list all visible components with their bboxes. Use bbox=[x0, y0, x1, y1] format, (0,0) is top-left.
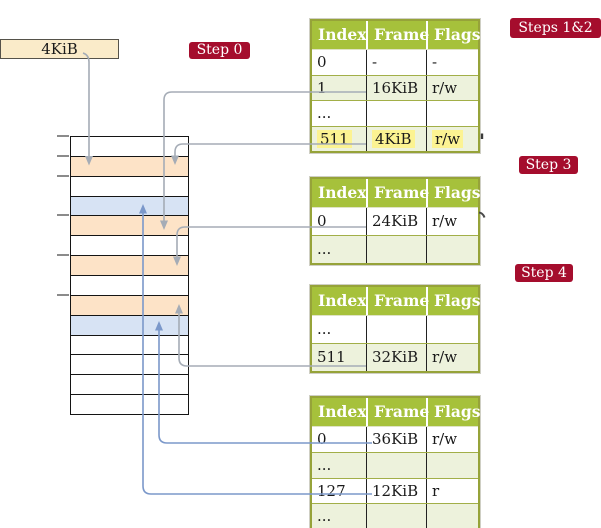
memory-row-page-table bbox=[71, 295, 188, 316]
table-row: ... bbox=[312, 503, 478, 528]
badge-step-4: Step 4 bbox=[515, 264, 573, 282]
memory-tick bbox=[57, 175, 69, 177]
column-header: Index bbox=[318, 291, 367, 310]
page-table-level4: Index Frame Flags 0 - - 1 16KiB r/w ... … bbox=[310, 19, 481, 154]
cr3-frame-box: 4KiB bbox=[0, 39, 119, 59]
table-row: 1 16KiB r/w bbox=[312, 74, 478, 101]
table-row: ... bbox=[312, 451, 478, 478]
table-row: 0 - - bbox=[312, 50, 478, 75]
memory-row-free bbox=[71, 137, 188, 157]
table-row: 0 24KiB r/w bbox=[312, 208, 478, 235]
physical-memory-column bbox=[70, 136, 189, 415]
memory-row-free bbox=[71, 375, 188, 396]
column-header: Frame bbox=[366, 398, 429, 426]
memory-row-page-table bbox=[71, 216, 188, 237]
badge-step-0: Step 0 bbox=[189, 42, 250, 59]
column-header: Index bbox=[318, 183, 367, 202]
badge-steps-1-2: Steps 1&2 bbox=[510, 18, 601, 38]
page-table-level1: Index Frame Flags 0 36KiB r/w ... 127 12… bbox=[310, 396, 481, 528]
column-header: Flags bbox=[426, 179, 481, 207]
memory-tick bbox=[57, 254, 69, 256]
column-header: Index bbox=[318, 25, 367, 44]
table-row: 127 12KiB r bbox=[312, 477, 478, 504]
table-row: ... bbox=[312, 100, 478, 126]
column-header: Flags bbox=[426, 21, 481, 49]
memory-row-page-table bbox=[71, 156, 188, 177]
memory-row-mapped-page bbox=[71, 196, 188, 217]
memory-row-free bbox=[71, 395, 188, 415]
table-header-row: Index Frame Flags bbox=[312, 287, 481, 316]
table-header-row: Index Frame Flags bbox=[312, 179, 481, 208]
column-header: Frame bbox=[366, 21, 429, 49]
memory-row-page-table bbox=[71, 256, 188, 277]
column-header: Frame bbox=[366, 287, 429, 315]
memory-row-free bbox=[71, 276, 188, 296]
memory-row-free bbox=[71, 355, 188, 376]
page-table-level2: Index Frame Flags ... 511 32KiB r/w bbox=[310, 285, 481, 373]
table-row: 0 36KiB r/w bbox=[312, 427, 478, 452]
badge-step-3: Step 3 bbox=[519, 156, 578, 174]
column-header: Frame bbox=[366, 179, 429, 207]
column-header: Flags bbox=[426, 287, 481, 315]
column-header: Index bbox=[318, 402, 367, 421]
memory-tick bbox=[57, 294, 69, 296]
memory-row-free bbox=[71, 236, 188, 257]
table-header-row: Index Frame Flags bbox=[312, 398, 481, 427]
table-row: 511 32KiB r/w bbox=[312, 343, 478, 371]
memory-tick bbox=[57, 135, 69, 137]
memory-tick bbox=[57, 214, 69, 216]
memory-row-free bbox=[71, 176, 188, 197]
page-table-level3: Index Frame Flags 0 24KiB r/w ... bbox=[310, 177, 481, 265]
memory-tick bbox=[57, 155, 69, 157]
table-header-row: Index Frame Flags bbox=[312, 21, 481, 50]
column-header: Flags bbox=[426, 398, 481, 426]
memory-row-free bbox=[71, 335, 188, 356]
table-row-recursive-entry: 511 4KiB r/w bbox=[312, 125, 478, 152]
table-row: ... bbox=[312, 235, 478, 263]
table-row: ... bbox=[312, 316, 478, 343]
memory-row-mapped-page bbox=[71, 315, 188, 336]
